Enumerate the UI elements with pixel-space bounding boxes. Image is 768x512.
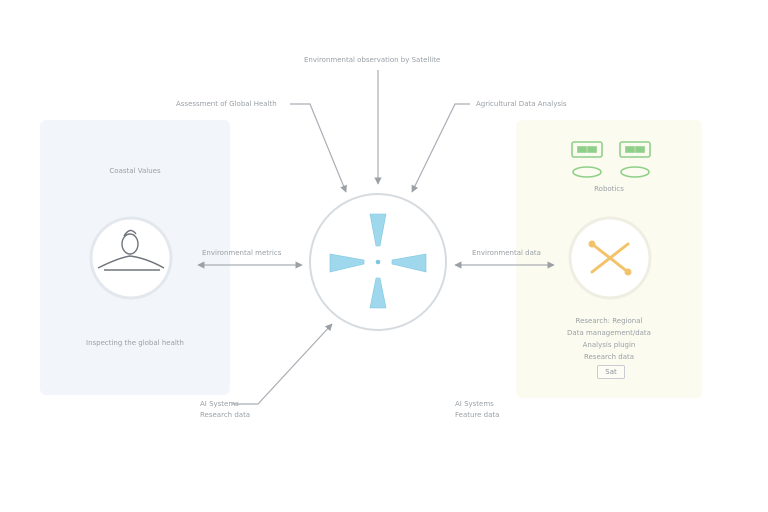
upper-left-label: Assessment of Global Health bbox=[176, 100, 277, 108]
center-rays-icon bbox=[329, 213, 427, 309]
left-panel-caption: Inspecting the global health bbox=[86, 339, 184, 347]
right-panel-text-line-2: Data management/data bbox=[567, 329, 651, 337]
upper-left-arrow bbox=[290, 103, 347, 193]
bottom-left-label-line-1: AI Systems bbox=[200, 400, 239, 408]
bottom-right-label-line-2: Feature data bbox=[455, 411, 500, 419]
bird-icon bbox=[97, 229, 165, 271]
top-label: Environmental observation by Satellite bbox=[304, 56, 441, 64]
left-icon-circle bbox=[89, 216, 173, 300]
right-panel-text-line-1: Research: Regional bbox=[575, 317, 643, 325]
right-arrow-label: Environmental data bbox=[472, 249, 541, 257]
right-panel-text-line-3: Analysis plugin bbox=[582, 341, 636, 349]
bottom-left-label-line-2: Research data bbox=[200, 411, 251, 419]
left-arrow-label: Environmental metrics bbox=[202, 249, 282, 257]
left-panel-title: Coastal Values bbox=[109, 167, 161, 175]
upper-right-arrow bbox=[411, 103, 470, 193]
right-panel-badge: Sat bbox=[597, 365, 625, 379]
right-top-icons bbox=[571, 141, 651, 178]
bottom-right-label-line-1: AI Systems bbox=[455, 400, 494, 408]
upper-right-label: Agricultural Data Analysis bbox=[476, 100, 567, 108]
cross-tools-icon bbox=[588, 240, 632, 276]
right-panel-caption: Robotics bbox=[594, 185, 624, 193]
bottom-left-arrow bbox=[232, 323, 333, 405]
right-panel-text-line-4: Research data bbox=[583, 353, 635, 361]
